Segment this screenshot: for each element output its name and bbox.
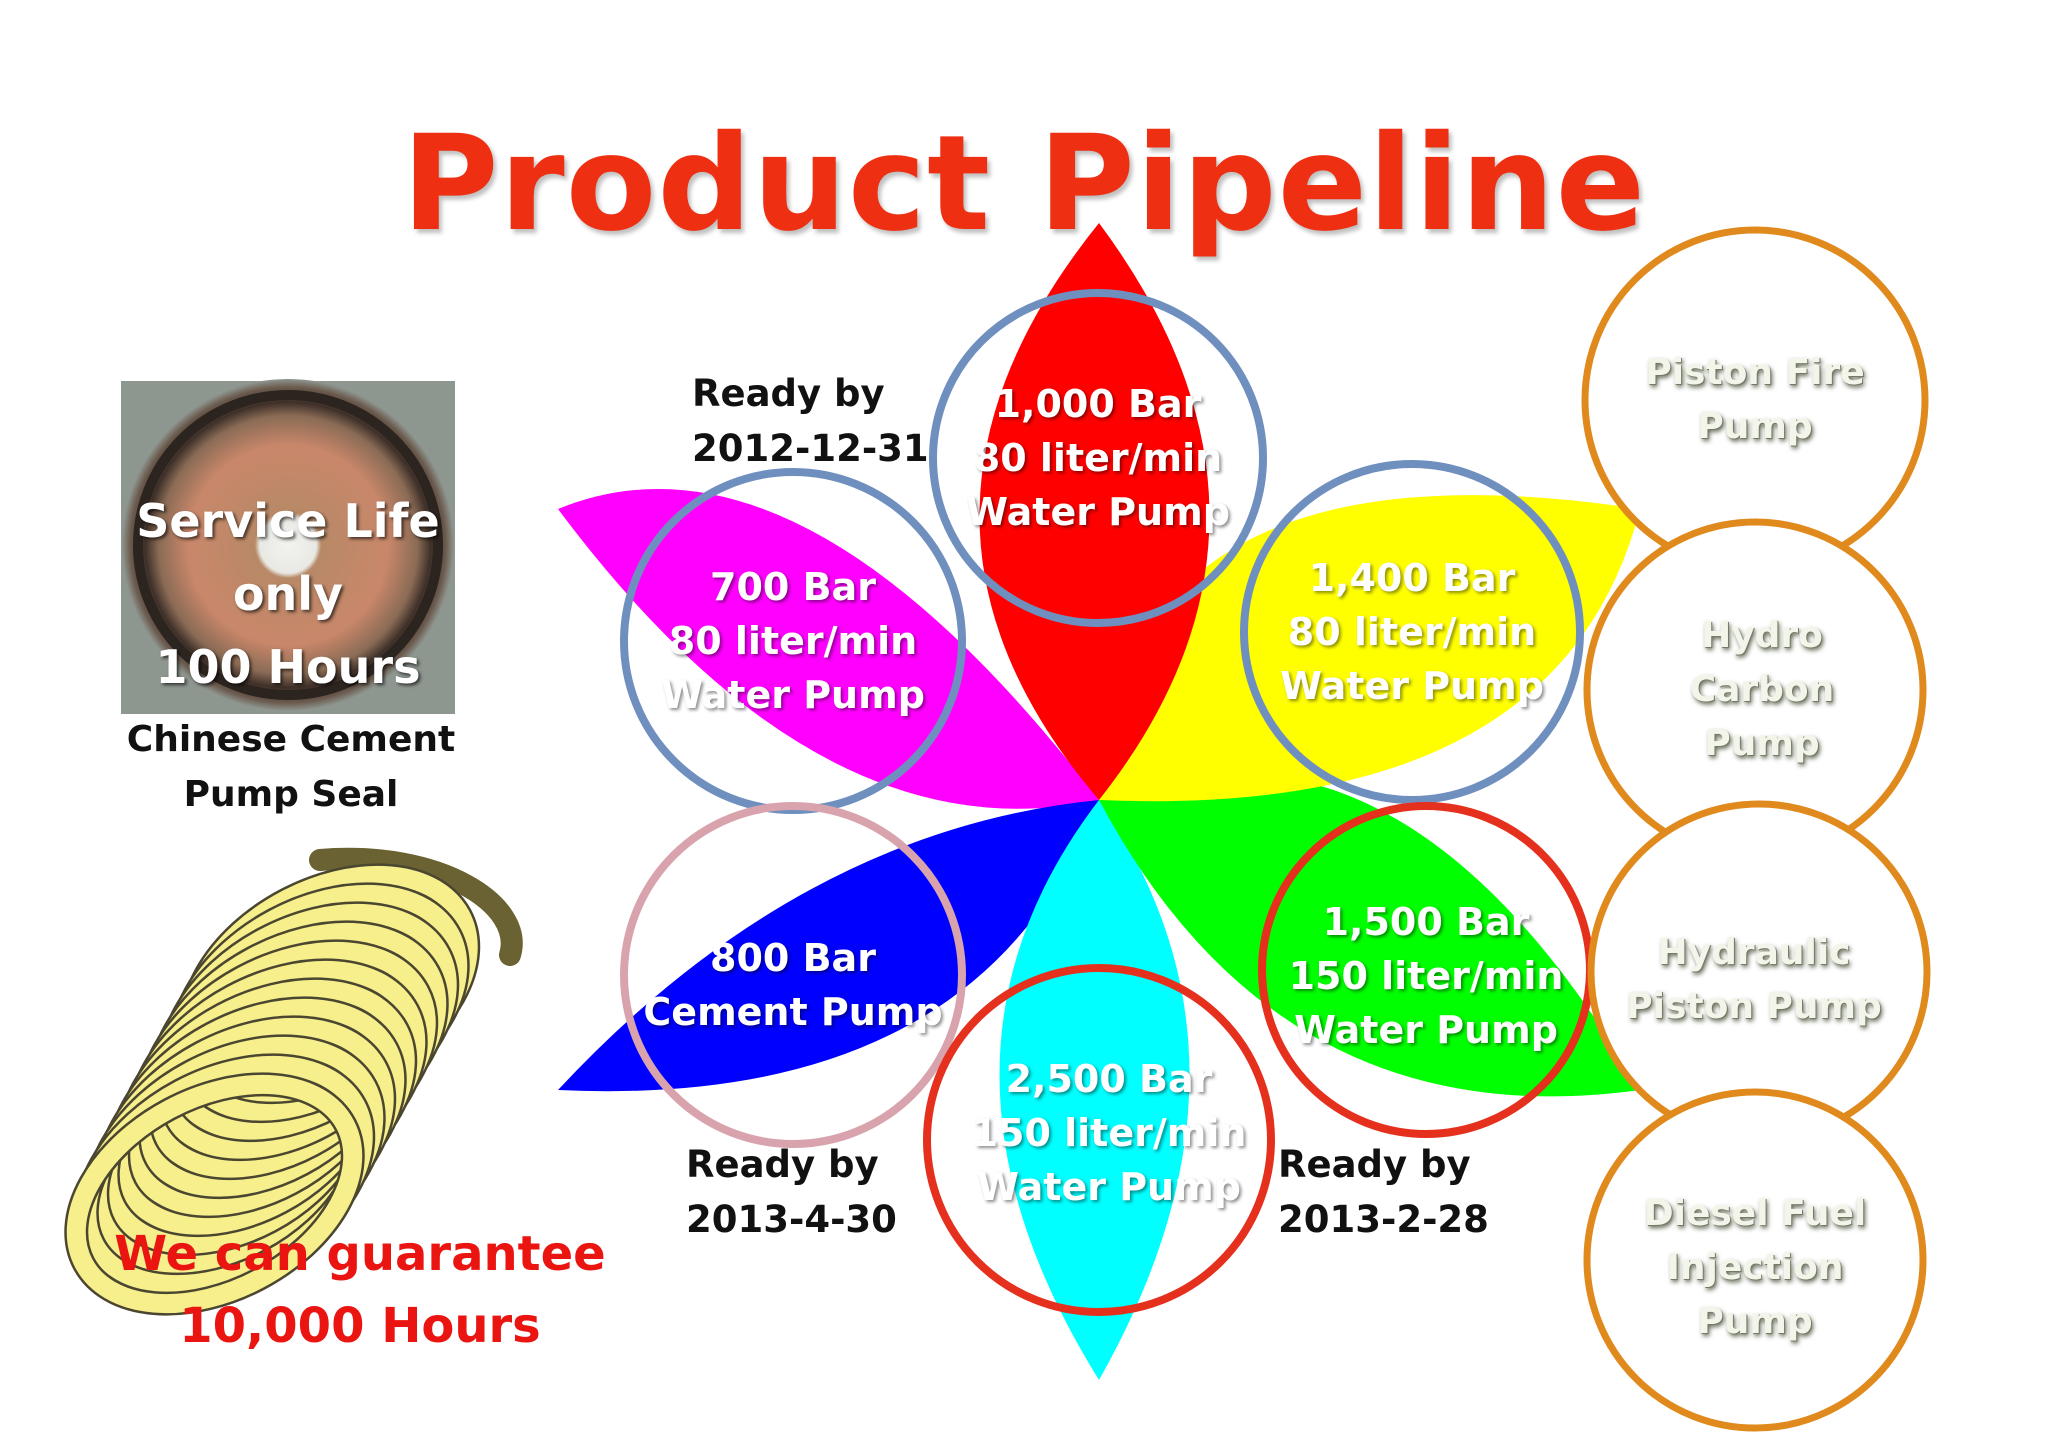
pump-line: 1,500 Bar xyxy=(1322,900,1530,944)
ready-line: 2013-4-30 xyxy=(686,1198,897,1241)
pump-line: Water Pump xyxy=(966,490,1230,534)
future-line: Diesel Fuel xyxy=(1643,1193,1867,1234)
future-line: Piston Fire xyxy=(1645,352,1865,393)
seal-overlay-line: only xyxy=(232,567,344,621)
seal-overlay-line: Service Life xyxy=(136,494,440,548)
flower-petals xyxy=(558,223,1640,1380)
pump-line: 800 Bar xyxy=(710,936,876,980)
future-pump-piston-fire: Piston Fire Pump xyxy=(1605,330,1905,470)
future-pump-hydraulic-piston: Hydraulic Piston Pump xyxy=(1604,920,1904,1040)
pump-line: 1,000 Bar xyxy=(994,382,1202,426)
seal-overlay-line: 100 Hours xyxy=(155,640,421,694)
seal-caption-line: Pump Seal xyxy=(183,774,399,815)
pump-800-bar: 800 Bar Cement Pump xyxy=(628,925,958,1045)
pump-line: 80 liter/min xyxy=(668,619,918,663)
ring-1400-bar xyxy=(1240,460,1584,804)
petal-blue xyxy=(558,800,1099,1092)
future-line: Injection xyxy=(1666,1247,1844,1288)
seal-photo: Service Life only 100 Hours xyxy=(121,381,455,714)
pump-line: Water Pump xyxy=(1280,664,1544,708)
ready-line: Ready by xyxy=(1278,1143,1471,1186)
ready-line: 2013-2-28 xyxy=(1278,1198,1489,1241)
pump-700-bar: 700 Bar 80 liter/min Water Pump xyxy=(628,541,958,741)
seal-caption-line: Chinese Cement xyxy=(126,719,456,760)
spring-coil xyxy=(66,1074,363,1314)
future-line: Carbon xyxy=(1689,669,1835,710)
pump-line: Cement Pump xyxy=(643,990,943,1034)
ready-label-2013-april: Ready by 2013-4-30 xyxy=(686,1137,897,1247)
seal-overlay-text: Service Life only 100 Hours xyxy=(121,381,455,704)
pump-2500-bar: 2,500 Bar 150 liter/min Water Pump xyxy=(944,1033,1274,1233)
ready-line: Ready by xyxy=(692,372,885,415)
future-pump-hydro-carbon: Hydro Carbon Pump xyxy=(1612,600,1912,780)
future-rings xyxy=(1581,226,1931,1432)
pump-line: Water Pump xyxy=(661,673,925,717)
pump-line: Water Pump xyxy=(1294,1008,1558,1052)
seal-caption: Chinese Cement Pump Seal xyxy=(96,712,486,822)
pump-1400-bar: 1,400 Bar 80 liter/min Water Pump xyxy=(1247,532,1577,732)
guarantee-text: We can guarantee 10,000 Hours xyxy=(90,1218,630,1362)
pump-line: Water Pump xyxy=(977,1165,1241,1209)
future-line: Piston Pump xyxy=(1626,986,1882,1027)
ready-label-2012: Ready by 2012-12-31 xyxy=(692,366,929,476)
pump-1500-bar: 1,500 Bar 150 liter/min Water Pump xyxy=(1261,876,1591,1076)
pump-line: 1,400 Bar xyxy=(1308,556,1516,600)
petal-cyan xyxy=(999,800,1190,1380)
guarantee-line: We can guarantee xyxy=(114,1226,606,1282)
pump-line: 2,500 Bar xyxy=(1005,1057,1213,1101)
petal-green xyxy=(1099,772,1640,1097)
petal-yellow xyxy=(1099,495,1640,802)
future-line: Pump xyxy=(1697,406,1813,447)
pump-line: 80 liter/min xyxy=(1287,610,1537,654)
pump-line: 150 liter/min xyxy=(971,1111,1247,1155)
ring-1000-bar xyxy=(929,289,1267,627)
spring-icon xyxy=(64,847,523,1316)
pump-1000-bar: 1,000 Bar 80 liter/min Water Pump xyxy=(933,358,1263,558)
future-line: Pump xyxy=(1697,1301,1813,1342)
ring-800-bar xyxy=(620,802,966,1148)
page-title: Product Pipeline xyxy=(401,107,1647,261)
ready-line: 2012-12-31 xyxy=(692,427,929,470)
future-line: Hydro xyxy=(1701,615,1823,656)
pump-line: 80 liter/min xyxy=(973,436,1223,480)
pump-line: 700 Bar xyxy=(710,565,876,609)
guarantee-line: 10,000 Hours xyxy=(179,1298,541,1354)
ready-line: Ready by xyxy=(686,1143,879,1186)
future-line: Hydraulic xyxy=(1657,932,1851,973)
ready-label-2013-feb: Ready by 2013-2-28 xyxy=(1278,1137,1489,1247)
ring-2500-bar xyxy=(923,964,1275,1316)
future-pump-diesel-fuel: Diesel Fuel Injection Pump xyxy=(1605,1183,1905,1353)
future-ring-diesel-fuel xyxy=(1583,1088,1927,1432)
petal-red xyxy=(979,223,1210,800)
future-line: Pump xyxy=(1704,723,1820,764)
petal-magenta xyxy=(558,488,1099,809)
seal-photo-graphic xyxy=(121,379,455,714)
pump-line: 150 liter/min xyxy=(1288,954,1564,998)
